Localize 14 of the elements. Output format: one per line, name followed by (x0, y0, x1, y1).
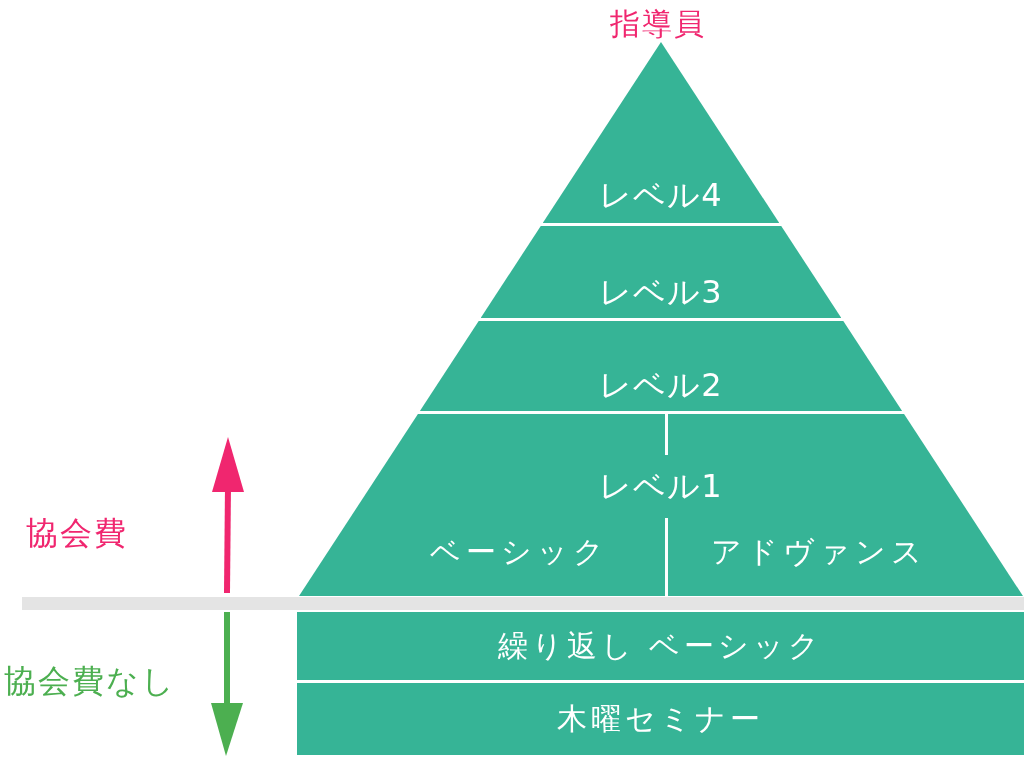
tier-label: レベル4 (598, 175, 724, 215)
tier-label: レベル1 (598, 466, 724, 506)
text-label: 協会費 (26, 513, 128, 554)
section-label: ベーシック (429, 532, 609, 571)
section-label: アドヴァンス (711, 532, 927, 571)
band-label: 木曜セミナー (557, 699, 764, 738)
band-label: 繰り返し ベーシック (497, 626, 824, 665)
text-label: 指導員 (610, 5, 706, 43)
tier-label: レベル3 (598, 272, 724, 312)
base-band (297, 683, 1024, 755)
pyramid-tier (299, 414, 1023, 596)
text-label: 協会費なし (4, 661, 176, 702)
base-band (297, 612, 1024, 680)
tier-label: レベル2 (598, 365, 724, 405)
